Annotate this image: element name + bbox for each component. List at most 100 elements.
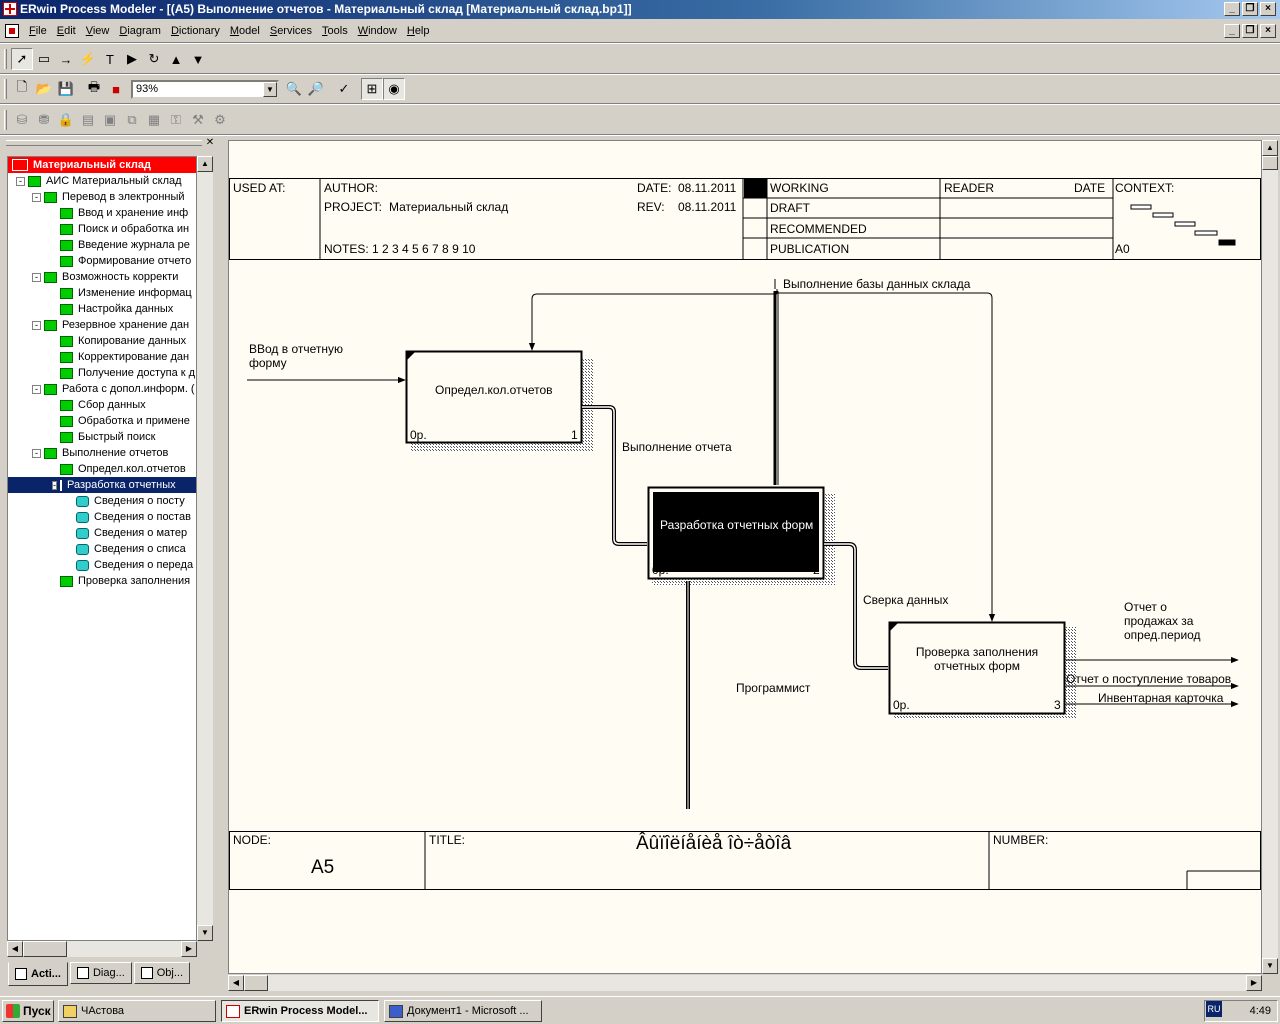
model-mart-icon[interactable]: ◉ — [383, 78, 405, 100]
lock-icon[interactable]: 🔒 — [57, 112, 75, 127]
zoom-in-icon[interactable]: 🔍 — [285, 81, 303, 96]
tree-item[interactable]: Сведения о постав — [76, 509, 191, 525]
tree-item[interactable]: Копирование данных — [60, 333, 186, 349]
tree-collapse-icon[interactable]: - — [16, 176, 25, 186]
diagram-vertical-scrollbar[interactable]: ▲ ▼ — [1262, 140, 1278, 974]
spell-check-icon[interactable]: ✓ — [338, 81, 350, 96]
control-arrow[interactable] — [528, 279, 996, 622]
clock[interactable]: 4:49 — [1249, 1005, 1271, 1017]
activity-box-1[interactable] — [405, 350, 583, 444]
activity-box-2[interactable] — [647, 486, 825, 580]
scroll-thumb[interactable] — [1262, 156, 1278, 170]
tree-item[interactable]: Формирование отчето — [60, 253, 191, 269]
tree-item[interactable]: Введение журнала ре — [60, 237, 190, 253]
grid-icon[interactable]: ▦ — [147, 112, 161, 127]
menu-tools[interactable]: Tools — [322, 25, 348, 37]
window-title-bar[interactable]: ERwin Process Modeler - [(A5) Выполнение… — [0, 0, 1280, 19]
tree-horizontal-scrollbar[interactable]: ◀ ▶ — [7, 941, 197, 957]
panel-close-icon[interactable]: ✕ — [205, 137, 215, 148]
output-arrow-2[interactable] — [824, 542, 888, 670]
text-tool-icon[interactable]: T — [106, 51, 114, 67]
tree-collapse-icon[interactable]: - — [32, 272, 41, 282]
activity-tree[interactable]: Материальный склад -АИС Материальный скл… — [7, 156, 197, 941]
security-icon[interactable]: ⚿ — [171, 112, 181, 127]
squiggle-tool-icon[interactable]: ⚡ — [79, 51, 97, 66]
model-explorer-icon[interactable]: ⊞ — [361, 78, 383, 100]
tree-item[interactable]: Сведения о матер — [76, 525, 187, 541]
open-folder-icon[interactable]: 📂 — [35, 81, 53, 96]
tree-item[interactable]: Поиск и обработка ин — [60, 221, 189, 237]
mdi-restore-button[interactable]: ❐ — [1242, 24, 1258, 38]
color-palette-icon[interactable]: ■ — [112, 81, 120, 97]
diagram-canvas[interactable]: USED AT: AUTHOR: PROJECT: Материальный с… — [228, 140, 1262, 974]
tab-activities[interactable]: Acti... — [8, 962, 68, 986]
erwin-app-icon[interactable] — [3, 2, 17, 16]
library-icon[interactable]: ▤ — [81, 112, 95, 127]
scroll-left-icon[interactable]: ◀ — [7, 941, 23, 957]
mdi-minimize-button[interactable]: _ — [1224, 24, 1240, 38]
start-button[interactable]: Пуск — [2, 1000, 54, 1022]
tree-collapse-icon[interactable]: - — [32, 384, 41, 394]
box-tool-icon[interactable]: ▭ — [37, 51, 51, 66]
scroll-down-icon[interactable]: ▼ — [1262, 958, 1278, 974]
print-icon[interactable]: 🖶 — [87, 79, 101, 94]
tree-root[interactable]: Материальный склад — [8, 157, 196, 173]
tree-item[interactable]: Получение доступа к д — [60, 365, 195, 381]
tab-objects[interactable]: Obj... — [133, 962, 191, 984]
tree-item[interactable]: Сбор данных — [60, 397, 146, 413]
activity-box-3[interactable] — [888, 621, 1066, 715]
output-arrow-1[interactable] — [582, 405, 647, 546]
scroll-up-icon[interactable]: ▲ — [197, 156, 213, 172]
scroll-thumb[interactable] — [23, 941, 67, 957]
tree-item[interactable]: Определ.кол.отчетов — [60, 461, 186, 477]
menu-diagram[interactable]: Diagram — [119, 25, 161, 37]
new-file-icon[interactable]: 🗋 — [16, 79, 28, 94]
menu-view[interactable]: View — [85, 25, 110, 37]
chevron-down-icon[interactable]: ▼ — [263, 81, 277, 97]
zoom-select[interactable]: 93% ▼ — [131, 79, 279, 99]
document-icon[interactable] — [5, 24, 19, 38]
merge-icon[interactable]: ⧉ — [127, 112, 137, 127]
scroll-up-icon[interactable]: ▲ — [1262, 140, 1278, 156]
menu-file[interactable]: File — [29, 25, 47, 37]
tree-item[interactable]: -АИС Материальный склад — [16, 173, 182, 189]
language-indicator[interactable]: RU — [1206, 1001, 1222, 1017]
disconnect-icon[interactable]: ⛃ — [38, 112, 50, 127]
go-to-child-icon[interactable]: ▶ — [127, 51, 137, 66]
menu-dictionary[interactable]: Dictionary — [170, 25, 220, 37]
tree-item[interactable]: Сведения о списа — [76, 541, 186, 557]
settings-icon[interactable]: ⚙ — [214, 112, 226, 127]
go-down-icon[interactable]: ▼ — [191, 51, 205, 67]
tree-item[interactable]: -Разработка отчетных — [8, 477, 196, 493]
tree-item[interactable]: Ввод и хранение инф — [60, 205, 188, 221]
tools-icon[interactable]: ⚒ — [192, 112, 204, 127]
task-folder[interactable]: ЧАстова — [58, 1000, 216, 1022]
task-erwin[interactable]: ERwin Process Model... — [221, 1000, 379, 1022]
menu-help[interactable]: Help — [406, 25, 430, 37]
menu-services[interactable]: Services — [269, 25, 313, 37]
task-word[interactable]: Документ1 - Microsoft ... — [384, 1000, 542, 1022]
tree-item[interactable]: Обработка и примене — [60, 413, 190, 429]
arrow-tool-icon[interactable]: → — [59, 51, 73, 67]
menu-window[interactable]: Window — [357, 25, 397, 37]
scroll-left-icon[interactable]: ◀ — [228, 975, 244, 991]
tree-collapse-icon[interactable]: - — [32, 192, 41, 202]
go-to-parent-icon[interactable]: ▲ — [169, 51, 183, 67]
save-icon[interactable]: 💾 — [57, 81, 75, 96]
tab-diagrams[interactable]: Diag... — [69, 962, 132, 984]
pointer-tool-icon[interactable]: ➚ — [11, 48, 33, 70]
refresh-icon[interactable]: ↻ — [148, 51, 160, 66]
panel-grip[interactable] — [6, 140, 202, 146]
tree-collapse-icon[interactable]: - — [52, 479, 57, 490]
diagram-horizontal-scrollbar[interactable]: ◀ ▶ — [228, 975, 1262, 991]
zoom-out-icon[interactable]: 🔎 — [307, 81, 325, 96]
tree-collapse-icon[interactable]: - — [32, 320, 41, 330]
tree-item[interactable]: -Выполнение отчетов — [32, 445, 168, 461]
tree-collapse-icon[interactable]: - — [32, 448, 41, 458]
minimize-button[interactable]: _ — [1224, 2, 1240, 16]
tree-item[interactable]: -Резервное хранение дан — [32, 317, 189, 333]
tree-vertical-scrollbar[interactable]: ▲ ▼ — [197, 156, 213, 941]
menu-edit[interactable]: Edit — [56, 25, 76, 37]
tree-item[interactable]: -Возможность корректи — [32, 269, 178, 285]
tree-item[interactable]: Сведения о посту — [76, 493, 185, 509]
